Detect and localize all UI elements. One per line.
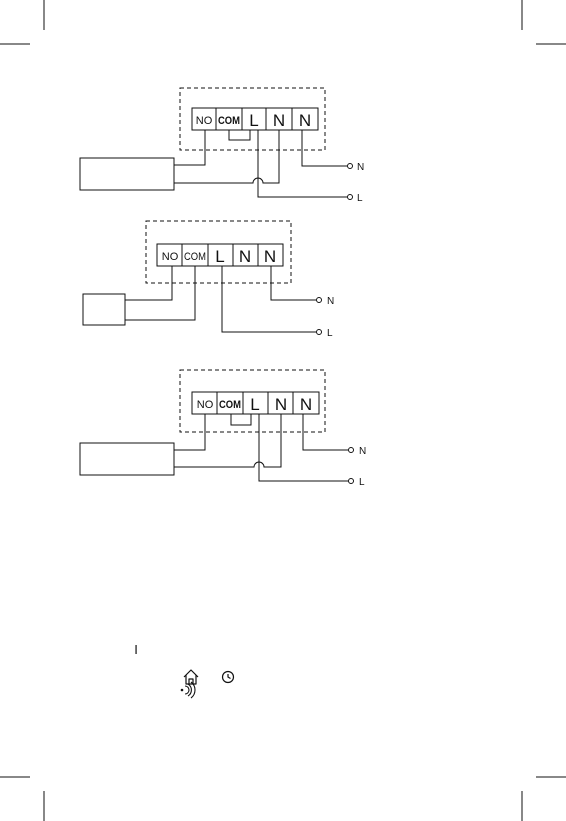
wires xyxy=(125,266,316,332)
supply-n-terminal xyxy=(348,164,353,169)
supply-n-label: N xyxy=(359,446,366,457)
terminal-l-label: L xyxy=(215,247,224,266)
supply-n-label: N xyxy=(327,296,334,307)
terminal-com-label: COM xyxy=(184,251,206,263)
supply-l-terminal xyxy=(349,479,354,484)
supply-l-label: L xyxy=(357,193,363,204)
supply-n-terminal xyxy=(349,448,354,453)
terminal-n1-label: N xyxy=(239,247,251,266)
terminal-n1-label: N xyxy=(273,111,285,130)
terminal-no-label: NO xyxy=(196,115,213,127)
supply-l-terminal xyxy=(348,195,353,200)
supply-l-label: L xyxy=(359,477,365,488)
supply-l-label: L xyxy=(327,328,333,339)
supply-n-label: N xyxy=(357,162,364,173)
terminal-no-label: NO xyxy=(162,251,179,263)
wiring-diagram-1: NO COM L N N N L xyxy=(80,88,364,204)
terminal-n2-label: N xyxy=(264,247,276,266)
terminal-l-label: L xyxy=(250,395,259,414)
wiring-diagram-3: NO COM L N N N L xyxy=(80,370,366,488)
supply-n-terminal xyxy=(317,298,322,303)
terminal-l-label: L xyxy=(249,111,258,130)
clock-icon xyxy=(223,672,234,683)
wireless-signal-icon xyxy=(181,682,195,698)
terminal-n2-label: N xyxy=(299,111,311,130)
wires xyxy=(174,130,347,197)
marker-text: I xyxy=(134,642,138,657)
supply-l-terminal xyxy=(317,330,322,335)
terminal-com-label: COM xyxy=(218,115,240,127)
terminal-com-label: COM xyxy=(219,399,241,411)
wiring-diagram-2: NO COM L N N N L xyxy=(83,221,334,339)
terminal-n2-label: N xyxy=(300,395,312,414)
load-device-box xyxy=(83,294,125,325)
wires xyxy=(174,414,348,481)
terminal-n1-label: N xyxy=(275,395,287,414)
home-icon xyxy=(184,670,198,684)
load-device-box xyxy=(80,158,174,190)
terminal-no-label: NO xyxy=(197,399,214,411)
load-device-box xyxy=(80,443,174,475)
